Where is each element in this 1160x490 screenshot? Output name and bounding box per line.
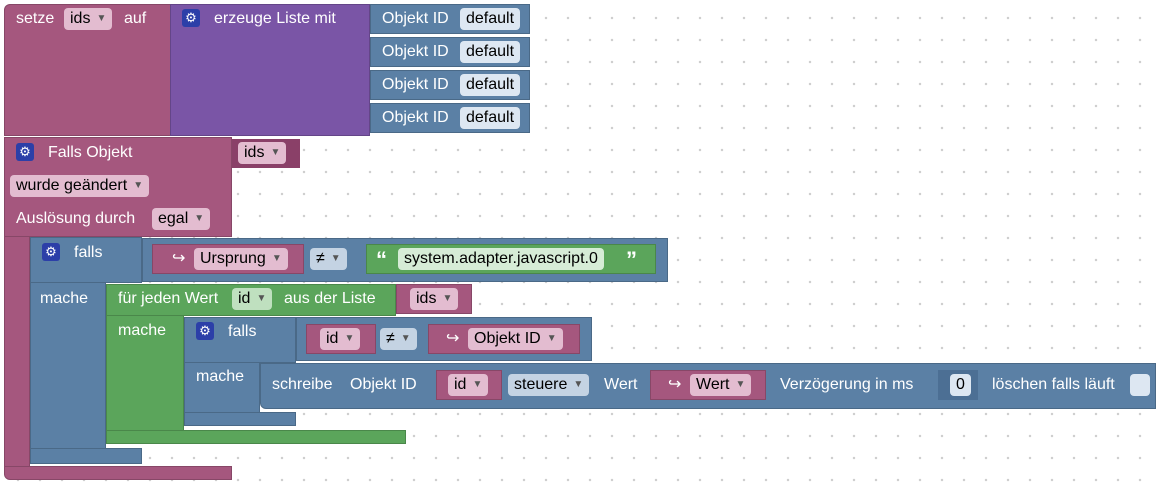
- list-item-label: Objekt ID: [382, 10, 449, 27]
- chevron-down-icon: ▼: [270, 147, 281, 158]
- chevron-down-icon: ▼: [96, 13, 107, 24]
- list-item-label: Objekt ID: [382, 76, 449, 93]
- close-quote-icon: ”: [626, 247, 637, 272]
- create-list-block[interactable]: [170, 4, 370, 136]
- set-label: setze: [16, 10, 55, 27]
- trigger-by-value: egal: [158, 210, 189, 228]
- list-item-value[interactable]: default: [460, 8, 521, 30]
- origin-dropdown[interactable]: Ursprung ▼: [194, 248, 288, 270]
- trigger-bottom-arm: [4, 466, 232, 480]
- inner-if-arm: [184, 362, 260, 414]
- trigger-by-dropdown[interactable]: egal ▼: [152, 208, 211, 230]
- inner-left-dropdown[interactable]: id ▼: [320, 328, 361, 350]
- trigger-event-dropdown[interactable]: wurde geändert ▼: [10, 175, 150, 197]
- list-item-value[interactable]: default: [460, 107, 521, 129]
- trigger-var-dropdown[interactable]: ids ▼: [238, 142, 287, 164]
- outer-if-arm: [30, 282, 106, 450]
- list-item-label: Objekt ID: [382, 109, 449, 126]
- chevron-down-icon: ▼: [735, 379, 746, 390]
- write-oid-dropdown[interactable]: id ▼: [448, 374, 489, 396]
- operator-value: ≠: [316, 250, 325, 268]
- gear-icon[interactable]: ⚙: [42, 243, 60, 261]
- set-var-dropdown[interactable]: ids ▼: [64, 8, 113, 30]
- foreach-list-label: aus der Liste: [284, 290, 376, 307]
- chevron-down-icon: ▼: [400, 333, 411, 344]
- write-value-dropdown[interactable]: Wert ▼: [690, 374, 752, 396]
- foreach-var-dropdown[interactable]: id ▼: [232, 288, 273, 310]
- set-to-label: auf: [124, 10, 147, 27]
- open-quote-icon: “: [376, 247, 387, 272]
- write-mode-value: steuere: [514, 376, 568, 394]
- arrow-icon: ↪: [446, 330, 460, 347]
- chevron-down-icon: ▼: [133, 180, 144, 191]
- trigger-label: Falls Objekt: [48, 144, 133, 161]
- chevron-down-icon: ▼: [442, 293, 453, 304]
- list-item-value[interactable]: default: [460, 74, 521, 96]
- gear-icon[interactable]: ⚙: [182, 9, 200, 27]
- list-item-label: Objekt ID: [382, 43, 449, 60]
- list-item-value[interactable]: default: [460, 41, 521, 63]
- foreach-do-label: mache: [118, 322, 167, 339]
- write-value-value: Wert: [696, 376, 730, 394]
- write-delay-field[interactable]: 0: [950, 374, 971, 396]
- outer-if-bottom: [30, 448, 142, 464]
- chevron-down-icon: ▼: [472, 379, 483, 390]
- outer-if-label: falls: [74, 244, 103, 261]
- chevron-down-icon: ▼: [344, 333, 355, 344]
- foreach-var-value: id: [238, 290, 251, 308]
- arrow-icon: ↪: [172, 250, 186, 267]
- inner-if-label: falls: [228, 323, 257, 340]
- outer-if-do-label: mache: [40, 290, 89, 307]
- inner-right-value: Objekt ID: [474, 330, 541, 348]
- text-value[interactable]: system.adapter.javascript.0: [398, 248, 604, 270]
- foreach-bottom: [106, 430, 406, 444]
- inner-operator-value: ≠: [386, 330, 395, 348]
- write-label: schreibe: [272, 376, 333, 393]
- trigger-left-arm: [4, 236, 30, 468]
- origin-value: Ursprung: [200, 250, 266, 268]
- chevron-down-icon: ▼: [194, 213, 205, 224]
- write-delay-label: Verzögerung in ms: [780, 376, 914, 393]
- inner-right-dropdown[interactable]: Objekt ID ▼: [468, 328, 563, 350]
- write-oid-label: Objekt ID: [350, 376, 417, 393]
- chevron-down-icon: ▼: [546, 333, 557, 344]
- arrow-icon: ↪: [668, 376, 682, 393]
- chevron-down-icon: ▼: [256, 293, 267, 304]
- write-oid-value: id: [454, 376, 467, 394]
- gear-icon[interactable]: ⚙: [196, 322, 214, 340]
- inner-if-bottom: [184, 412, 296, 426]
- set-var-value: ids: [70, 10, 91, 28]
- inner-operator-dropdown[interactable]: ≠▼: [380, 328, 417, 350]
- chevron-down-icon: ▼: [271, 253, 282, 264]
- inner-if-do-label: mache: [196, 368, 245, 385]
- create-list-label: erzeuge Liste mit: [214, 10, 336, 27]
- operator-dropdown[interactable]: ≠▼: [310, 248, 347, 270]
- clear-checkbox[interactable]: [1130, 374, 1150, 396]
- trigger-var-value: ids: [244, 144, 265, 162]
- chevron-down-icon: ▼: [330, 253, 341, 264]
- write-mode-dropdown[interactable]: steuere ▼: [508, 374, 590, 396]
- trigger-by-label: Auslösung durch: [16, 210, 136, 227]
- write-value-label: Wert: [604, 376, 638, 393]
- gear-icon[interactable]: ⚙: [16, 143, 34, 161]
- foreach-arm: [106, 315, 184, 431]
- foreach-list-dropdown[interactable]: ids ▼: [410, 288, 459, 310]
- inner-left-value: id: [326, 330, 339, 348]
- write-clear-label: löschen falls läuft: [992, 376, 1115, 393]
- trigger-event-value: wurde geändert: [16, 177, 128, 195]
- foreach-label: für jeden Wert: [118, 290, 219, 307]
- foreach-list-value: ids: [416, 290, 437, 308]
- chevron-down-icon: ▼: [573, 379, 584, 390]
